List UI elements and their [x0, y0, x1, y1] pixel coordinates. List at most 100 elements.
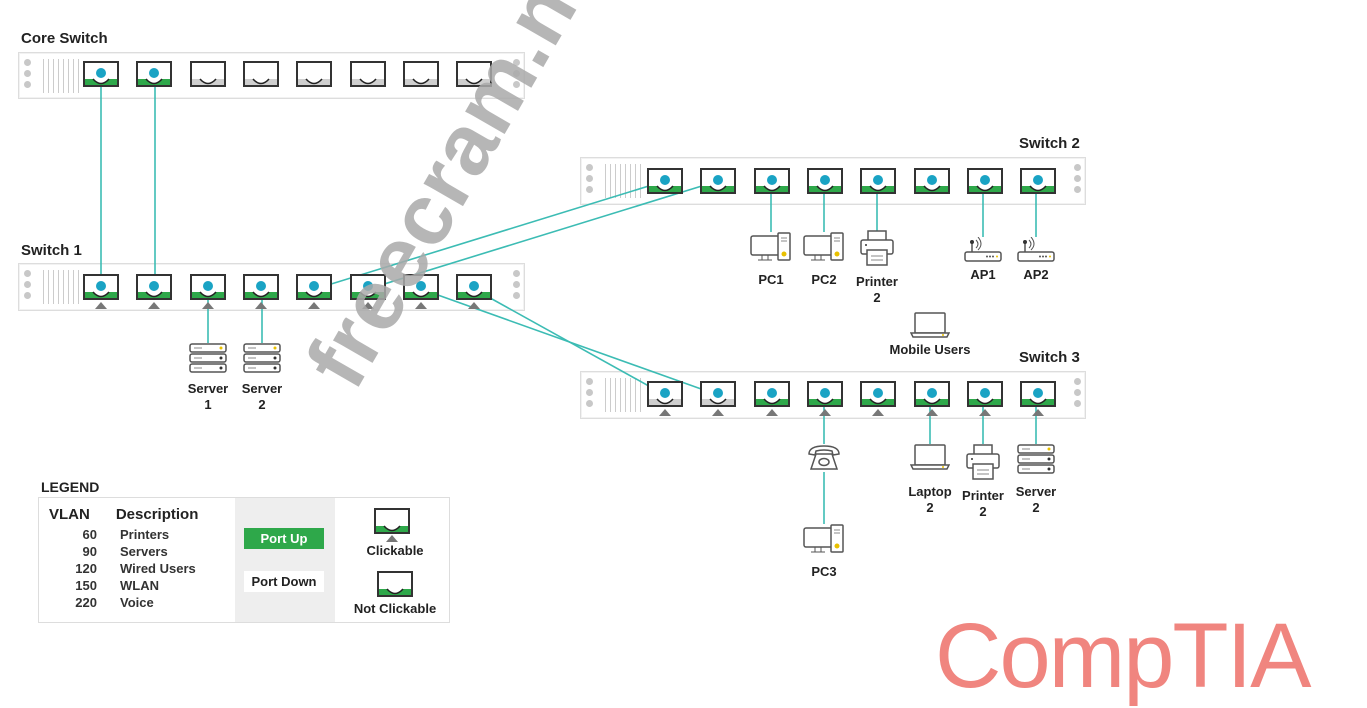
clickable-indicator-icon[interactable] — [415, 302, 427, 309]
device-label-line: PC2 — [811, 272, 837, 287]
clickable-indicator-icon[interactable] — [255, 302, 267, 309]
phone-icon — [806, 445, 842, 476]
clickable-indicator-icon[interactable] — [362, 302, 374, 309]
status-leds — [513, 270, 521, 303]
vlan-header: VLAN — [49, 506, 90, 523]
device-label-line: 2 — [1032, 500, 1040, 515]
legend-port-down: Port Down — [244, 571, 324, 592]
core-switch-title: Core Switch — [21, 30, 108, 47]
vlan-description: Wired Users — [120, 561, 196, 576]
link-cable — [473, 288, 666, 396]
vlan-row: 150 WLAN — [49, 577, 198, 594]
device-label: AP2 — [1023, 267, 1048, 283]
clickable-indicator-icon[interactable] — [659, 409, 671, 416]
s1-port-7[interactable] — [403, 274, 439, 300]
device-label-line: Printer — [962, 488, 1004, 503]
core-port-7 — [403, 61, 439, 87]
clickable-indicator-icon[interactable] — [819, 409, 831, 416]
s2-port-4 — [807, 168, 843, 194]
device-label-line: Server — [241, 381, 283, 396]
device-label-line: PC1 — [758, 272, 784, 287]
core-port-1 — [83, 61, 119, 87]
printer-icon — [965, 444, 1001, 484]
s3-port-3[interactable] — [754, 381, 790, 407]
vlan-description: WLAN — [120, 578, 159, 593]
vlan-id: 150 — [75, 578, 97, 593]
clickable-indicator-icon[interactable] — [872, 409, 884, 416]
device-label: AP1 — [970, 267, 995, 283]
device-label-line: Laptop — [908, 484, 952, 499]
server-icon — [188, 343, 228, 377]
vlan-row: 120 Wired Users — [49, 560, 198, 577]
device-label-line: Printer — [856, 274, 898, 289]
s3-port-4[interactable] — [807, 381, 843, 407]
legend-port-up: Port Up — [244, 528, 324, 549]
core-port-8 — [456, 61, 492, 87]
clickable-indicator-icon[interactable] — [95, 302, 107, 309]
s1-port-1[interactable] — [83, 274, 119, 300]
clickable-indicator-icon[interactable] — [712, 409, 724, 416]
s2-port-2 — [700, 168, 736, 194]
clickable-indicator-icon[interactable] — [202, 302, 214, 309]
s1-port-2[interactable] — [136, 274, 172, 300]
ap2-device — [1016, 236, 1056, 268]
printer2-s3-device — [965, 444, 1001, 485]
device-label-line: Mobile Users — [889, 342, 971, 357]
s3-port-2[interactable] — [700, 381, 736, 407]
phone-device — [806, 444, 842, 477]
s1-port-6[interactable] — [350, 274, 386, 300]
device-label-line: 2 — [873, 290, 881, 305]
status-leds — [1074, 164, 1082, 197]
s2-port-6 — [914, 168, 950, 194]
s1-port-5[interactable] — [296, 274, 332, 300]
clickable-indicator-icon[interactable] — [468, 302, 480, 309]
s3-port-5[interactable] — [860, 381, 896, 407]
logo-text: CompTIA — [935, 605, 1312, 707]
pc1-device — [750, 232, 792, 267]
desktop-pc-icon — [750, 232, 792, 266]
vlan-row: 60 Printers — [49, 526, 198, 543]
vlan-row: 90 Servers — [49, 543, 198, 560]
s1-port-4[interactable] — [243, 274, 279, 300]
s2-port-7 — [967, 168, 1003, 194]
s3-port-7[interactable] — [967, 381, 1003, 407]
s3-port-8[interactable] — [1020, 381, 1056, 407]
clickable-indicator-icon[interactable] — [1032, 409, 1044, 416]
clickable-indicator-icon[interactable] — [766, 409, 778, 416]
vlan-description: Printers — [120, 527, 170, 542]
pc3-device — [803, 524, 845, 559]
clickable-indicator-icon[interactable] — [979, 409, 991, 416]
core-port-2 — [136, 61, 172, 87]
switch2-title: Switch 2 — [1019, 135, 1080, 152]
printer2-s2-device — [859, 230, 895, 271]
vent-grille — [43, 59, 79, 93]
vlan-id: 90 — [82, 544, 97, 559]
vlan-id: 220 — [75, 595, 97, 610]
s2-port-8 — [1020, 168, 1056, 194]
link-cable — [314, 180, 666, 290]
s2-port-3 — [754, 168, 790, 194]
legend-not-clickable-label: Not Clickable — [353, 601, 437, 616]
clickable-indicator-icon[interactable] — [308, 302, 320, 309]
access-point-icon — [963, 236, 1003, 267]
device-label-line: AP1 — [970, 267, 996, 282]
mobile-device — [909, 312, 951, 343]
s1-port-3[interactable] — [190, 274, 226, 300]
clickable-indicator-icon[interactable] — [148, 302, 160, 309]
core-port-3 — [190, 61, 226, 87]
s1-port-8[interactable] — [456, 274, 492, 300]
server-icon — [242, 343, 282, 377]
device-label-line: Server — [1015, 484, 1057, 499]
laptop-icon — [909, 312, 951, 342]
s3-port-1[interactable] — [647, 381, 683, 407]
s2-port-1 — [647, 168, 683, 194]
clickable-indicator-icon[interactable] — [926, 409, 938, 416]
vlan-row: 220 Voice — [49, 594, 198, 611]
vent-grille — [43, 270, 79, 304]
status-leds — [24, 270, 32, 303]
s3-port-6[interactable] — [914, 381, 950, 407]
